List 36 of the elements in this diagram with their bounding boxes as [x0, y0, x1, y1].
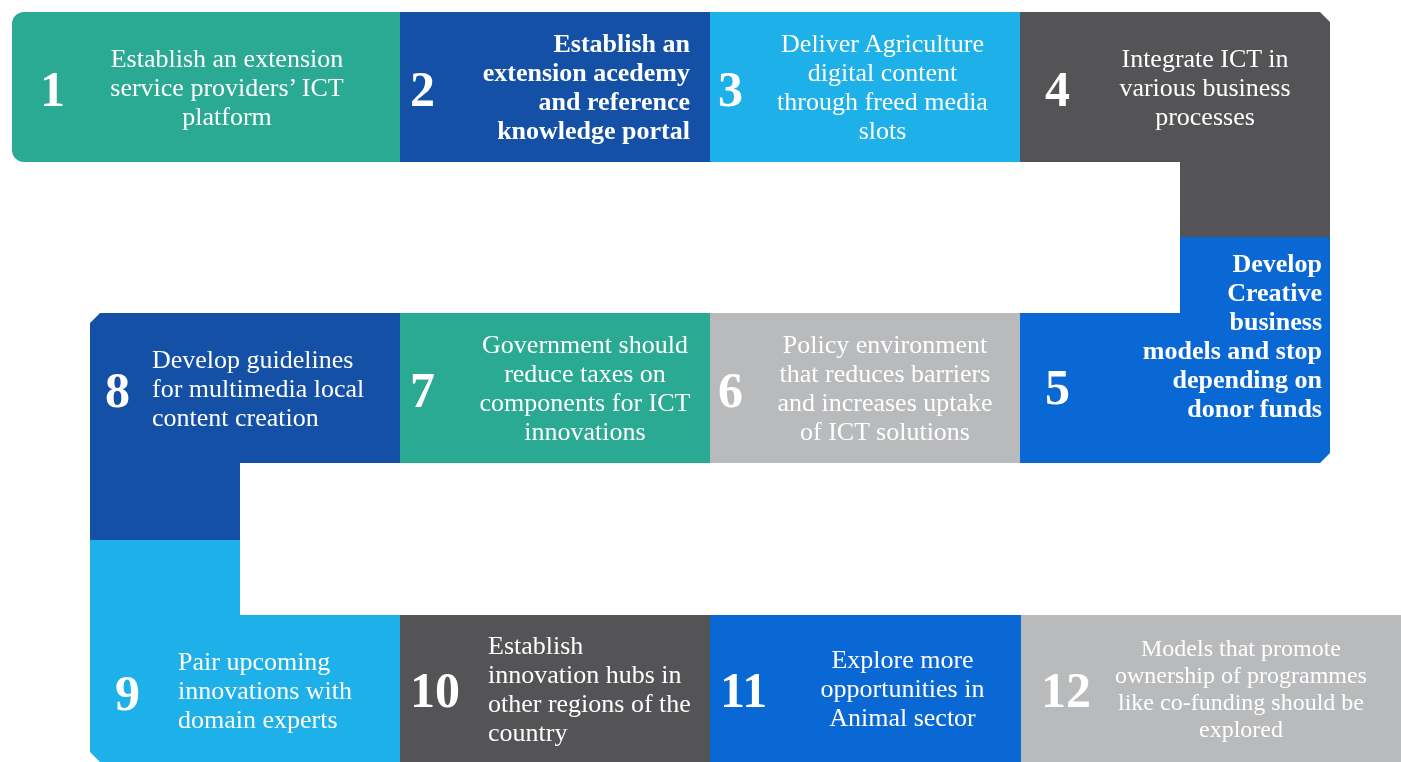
step-tile: [1021, 615, 1401, 762]
step-description: Develop guidelines for multimedia local content creation: [152, 344, 366, 432]
step-description: Establish innovation hubs in other regions of the country: [488, 630, 692, 747]
step-tile: [90, 313, 400, 540]
step-number: 5: [1045, 362, 1070, 412]
step-number: 10: [410, 665, 460, 715]
step-description: Establish an extension acedemy and reference knowledge portal: [481, 29, 690, 145]
step-number: 8: [105, 365, 130, 415]
step-tile: [400, 615, 710, 762]
step-tile: [1020, 237, 1330, 463]
step-description: Integrate ICT in various business processes: [1118, 44, 1292, 131]
step-number: 6: [718, 365, 743, 415]
step-tile: [710, 313, 1020, 463]
step-description: Deliver Agriculture digital content through freed media slots: [776, 29, 989, 145]
step-description: Establish an extension service providers’ ICT platform: [109, 43, 345, 131]
step-description: Develop Creative business models and stop depending on donor funds: [1141, 249, 1322, 423]
step-description: Pair upcoming innovations with domain experts: [178, 646, 354, 734]
step-number: 2: [410, 64, 435, 114]
step-number: 11: [720, 665, 768, 715]
step-description: Models that promote ownership of programmes like co-funding should be explored: [1114, 634, 1368, 743]
step-tile: [12, 12, 400, 162]
step-number: 3: [718, 64, 743, 114]
step-number: 4: [1045, 64, 1070, 114]
step-description: Government should reduce taxes on components for ICT innovations: [478, 330, 692, 446]
step-number: 12: [1041, 665, 1091, 715]
step-tile: [90, 540, 400, 762]
step-tile: [400, 313, 710, 463]
step-number: 9: [115, 668, 140, 718]
step-number: 1: [40, 64, 65, 114]
step-tile: [710, 615, 1021, 762]
step-tile: [710, 12, 1020, 162]
step-number: 7: [410, 365, 435, 415]
step-tile: [1020, 12, 1330, 237]
step-tile: [400, 12, 710, 162]
step-description: Policy environment that reduces barriers and increases uptake of ICT solutions: [776, 330, 994, 446]
step-description: Explore more opportunities in Animal sector: [819, 645, 986, 732]
